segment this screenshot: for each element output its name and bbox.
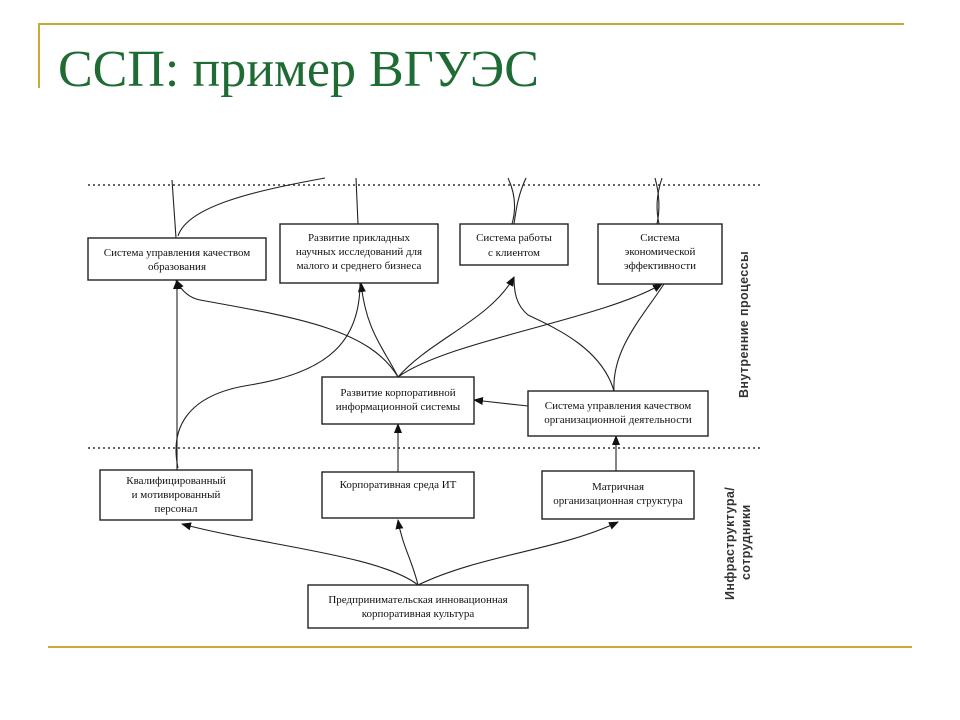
box-it-environment: Корпоративная среда ИТ xyxy=(321,471,475,519)
svg-text:организационной деятельности: организационной деятельности xyxy=(544,414,692,426)
box-qualified-staff: Квалифицированный и мотивированный персо… xyxy=(99,469,253,521)
svg-text:Система управления качеством: Система управления качеством xyxy=(545,400,691,412)
left-rule xyxy=(38,23,40,88)
band-label-infrastructure-1: Инфраструктура/ xyxy=(723,487,737,600)
svg-text:Матричная: Матричная xyxy=(592,481,644,493)
box-org-quality: Система управления качеством организацио… xyxy=(527,390,709,437)
band-label-internal: Внутренние процессы xyxy=(737,251,751,398)
box-economic-efficiency: Система экономической эффективности xyxy=(597,223,723,285)
top-rule xyxy=(38,23,904,25)
svg-text:Корпоративная среда ИТ: Корпоративная среда ИТ xyxy=(340,479,457,491)
slide-title: ССП: пример ВГУЭС xyxy=(58,41,539,98)
svg-text:персонал: персонал xyxy=(154,503,198,515)
band-label-infrastructure-2: сотрудники xyxy=(739,504,753,580)
svg-text:Система управления качеством: Система управления качеством xyxy=(104,247,250,259)
connections xyxy=(171,177,665,586)
svg-text:и мотивированный: и мотивированный xyxy=(132,489,221,501)
svg-text:образования: образования xyxy=(148,261,206,273)
svg-text:научных исследований для: научных исследований для xyxy=(296,246,422,258)
svg-text:Предпринимательская инновацион: Предпринимательская инновационная xyxy=(328,594,507,606)
svg-text:корпоративная культура: корпоративная культура xyxy=(362,608,475,620)
svg-text:организационная структура: организационная структура xyxy=(553,495,683,507)
box-innovation-culture: Предпринимательская инновационная корпор… xyxy=(307,584,529,629)
svg-text:Развитие корпоративной: Развитие корпоративной xyxy=(340,387,455,399)
svg-text:экономической: экономической xyxy=(625,246,696,258)
box-client-work: Система работы с клиентом xyxy=(459,223,569,266)
box-corporate-is: Развитие корпоративной информационной си… xyxy=(321,376,475,425)
svg-text:малого и среднего бизнеса: малого и среднего бизнеса xyxy=(297,260,422,272)
svg-text:с клиентом: с клиентом xyxy=(488,247,540,259)
svg-text:информационной системы: информационной системы xyxy=(336,401,461,413)
box-applied-research: Развитие прикладных научных исследований… xyxy=(279,223,439,284)
box-education-quality: Система управления качеством образования xyxy=(87,237,267,281)
svg-text:Развитие прикладных: Развитие прикладных xyxy=(308,232,411,244)
svg-text:Система: Система xyxy=(640,232,680,244)
box-matrix-structure: Матричная организационная структура xyxy=(541,470,695,520)
bottom-rule xyxy=(48,646,912,648)
svg-text:эффективности: эффективности xyxy=(624,260,696,272)
svg-text:Система работы: Система работы xyxy=(476,232,552,244)
svg-text:Квалифицированный: Квалифицированный xyxy=(126,475,226,487)
